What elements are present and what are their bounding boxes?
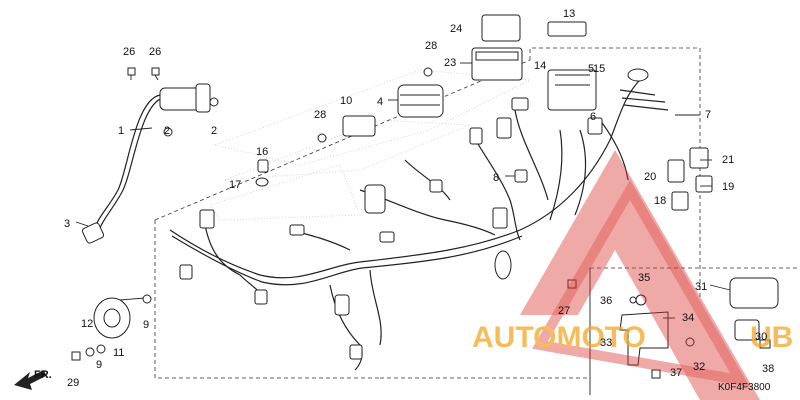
diagram-code: K0F4F3800 [718,382,771,393]
part-number: 24 [450,23,462,35]
part-number: 33 [600,337,612,349]
group-boundaries [154,47,800,395]
part-number: 27 [558,305,570,317]
watermark-text: AUTOMOTO [472,321,646,354]
part-number: 21 [722,154,734,166]
leader-lines [75,62,731,319]
part-number: 3 [64,218,70,230]
part-number: 10 [340,95,352,107]
part-number: 34 [682,312,694,324]
part-number: 16 [256,146,268,158]
main-harness [169,68,669,371]
part-number: 28 [425,40,437,52]
part-number: 31 [695,281,707,293]
part-number: 6 [590,111,596,123]
clips [255,159,269,187]
part-number: 15 [593,63,605,75]
part-number: 37 [670,367,682,379]
part-number: 7 [705,109,711,121]
part-number: 19 [722,181,734,193]
part-number: 11 [113,347,124,359]
regulator-assembly [317,67,444,143]
part-number: 2 [164,125,170,137]
part-number: 17 [229,179,241,191]
front-label: FR. [34,369,52,381]
part-number-labels: 1 2 2 3 4 5 6 7 8 9 9 10 11 12 13 14 15 … [64,8,774,389]
part-number: 36 [600,295,612,307]
part-number: 2 [211,125,217,137]
part-number: 12 [81,318,93,330]
sensor-inset [567,277,779,379]
part-number: 29 [67,377,79,389]
part-number: 13 [563,8,575,20]
horn-assembly [71,294,152,361]
part-number: 4 [377,96,383,108]
part-number: 9 [96,359,102,371]
watermark-suffix: UB [750,321,793,354]
part-number: 26 [149,46,161,58]
part-number: 23 [444,57,456,69]
bolts-26 [127,67,160,81]
control-modules [471,14,597,111]
front-arrow: FR. [14,369,52,390]
part-number: 38 [762,363,774,375]
part-number: 30 [755,331,767,343]
part-number: 35 [638,272,650,284]
ignition-coil-assembly [81,83,219,244]
part-number: 5 [588,63,594,75]
part-number: 32 [693,361,705,373]
part-number: 8 [493,172,499,184]
part-number: 1 [118,125,124,137]
part-number: 9 [143,319,149,331]
watermark: AUTOMOTO UB [472,150,793,400]
part-number: 26 [123,46,135,58]
part-number: 28 [314,109,326,121]
honda-wing-pattern [209,69,532,221]
part-number: 14 [534,60,546,72]
relays [587,117,713,211]
part-number: 18 [654,195,666,207]
part-number: 20 [644,171,656,183]
